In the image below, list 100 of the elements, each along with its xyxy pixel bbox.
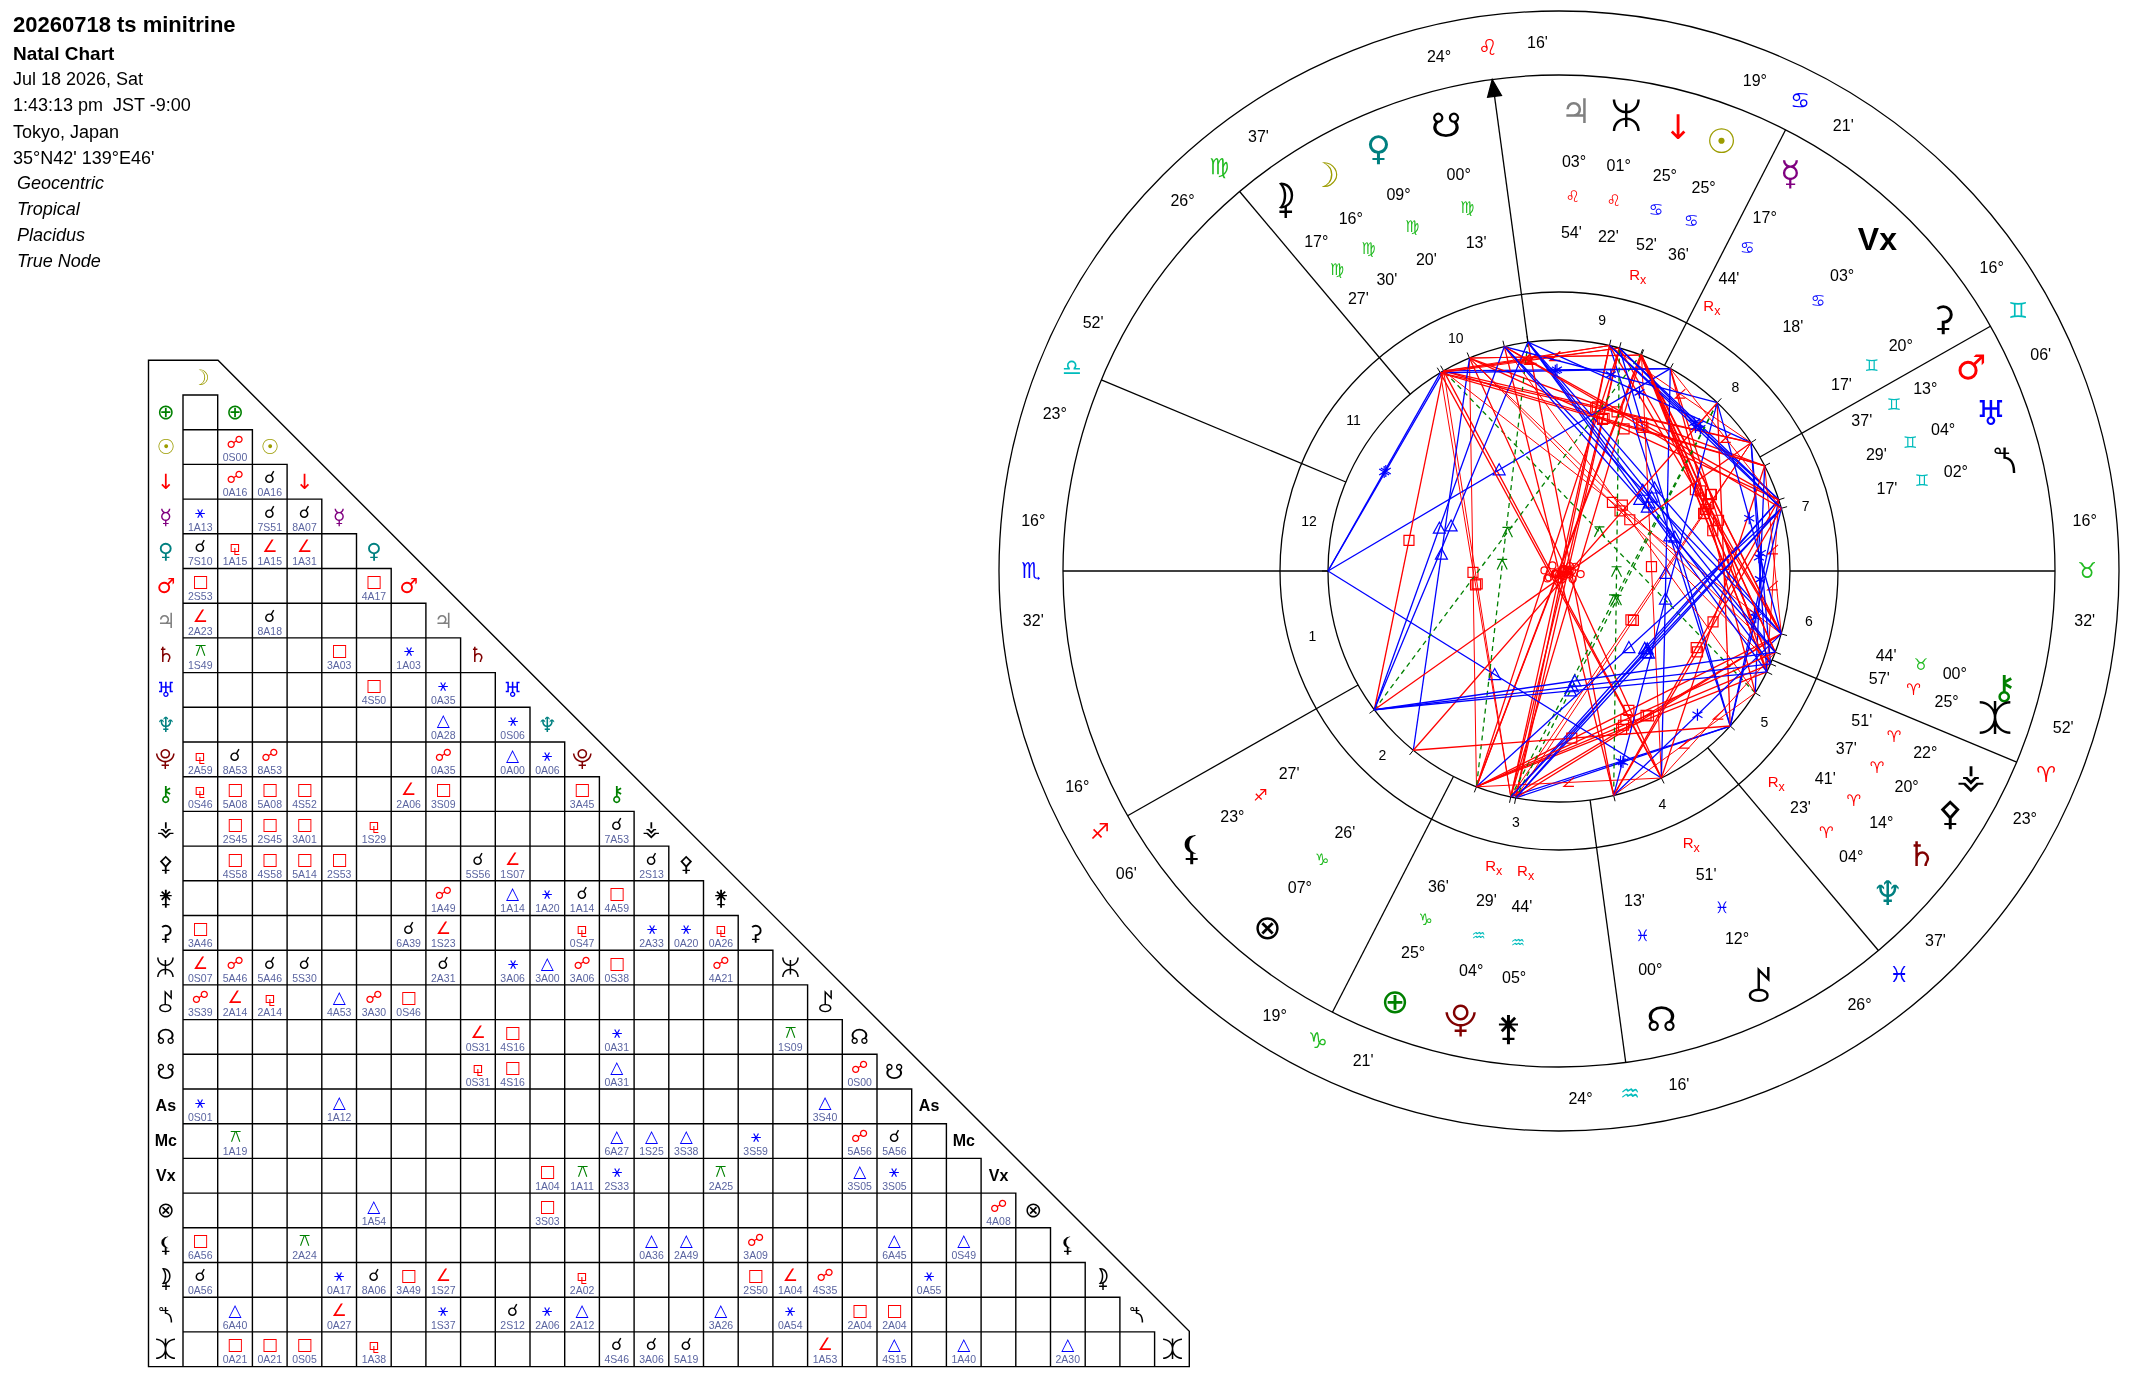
orb-code: 3S39 bbox=[188, 1007, 213, 1018]
aspect-symbol: △ bbox=[610, 1127, 624, 1145]
aspect-symbol: △ bbox=[228, 1301, 242, 1319]
orb-code: 4A17 bbox=[361, 590, 387, 602]
cusp-minute: 52' bbox=[1082, 314, 1104, 331]
planet-symbol: ♄ bbox=[1906, 837, 1937, 872]
orb-code: 2S50 bbox=[743, 1284, 768, 1296]
aspect-symbol: □ bbox=[226, 1335, 244, 1353]
planet-degree: 25° bbox=[1652, 167, 1677, 184]
orb-code: 0A35 bbox=[431, 764, 456, 775]
cusp-minute: 06' bbox=[2030, 346, 2052, 363]
zodiac-sign-symbol: ♋ bbox=[1810, 293, 1826, 310]
zodiac-sign-symbol: ♊ bbox=[1903, 434, 1918, 451]
orb-code: 1A15 bbox=[257, 556, 283, 567]
aspect-symbol: △ bbox=[367, 1197, 381, 1215]
planet-degree: 17° bbox=[1304, 233, 1329, 250]
aspect-symbol: ☍ bbox=[747, 1231, 765, 1249]
orb-code: 0A28 bbox=[431, 729, 456, 741]
row-symbol: As bbox=[155, 1098, 176, 1115]
house-number: 7 bbox=[1801, 498, 1810, 513]
cusp-minute: 06' bbox=[1115, 865, 1137, 882]
aspect-symbol: ⚹ bbox=[403, 641, 414, 659]
place-label: Tokyo, Japan bbox=[13, 123, 120, 141]
aspect-symbol: ☍ bbox=[816, 1266, 834, 1284]
orb-code: 1S37 bbox=[431, 1319, 456, 1330]
orb-code: 2A04 bbox=[882, 1319, 907, 1330]
orb-code: 1A11 bbox=[570, 1180, 594, 1192]
zodiac-sign-symbol: ♐ bbox=[1253, 788, 1268, 805]
aspect-symbol: ☍ bbox=[191, 988, 209, 1006]
aspect-symbol: ∠ bbox=[435, 1266, 451, 1284]
orb-code: 2A06 bbox=[535, 1319, 560, 1330]
aspect-symbol: ⚹ bbox=[507, 711, 518, 729]
aspect-symbol: □ bbox=[226, 780, 244, 798]
planet-symbol: ♀ bbox=[1366, 130, 1391, 165]
planet-degree: 03° bbox=[1830, 267, 1855, 284]
planet-symbol: ⯜ bbox=[1747, 968, 1772, 1003]
cusp-minute: 16' bbox=[1527, 35, 1548, 52]
column-symbol: ⚳ bbox=[747, 922, 764, 944]
retrograde-mark: R$_{x}$ bbox=[1629, 267, 1647, 288]
planet-symbol: ⯧ bbox=[1610, 98, 1642, 133]
aspect-symbol: ⚹ bbox=[195, 1093, 206, 1110]
planet-minute: 44' bbox=[1718, 270, 1740, 287]
cusp-minute: 52' bbox=[2052, 719, 2074, 736]
zodiac-sign-symbol: ♌ bbox=[1565, 189, 1580, 206]
aspect-symbol: △ bbox=[610, 1058, 624, 1076]
cusp-minute: 32' bbox=[1022, 612, 1044, 629]
orb-code: 1A15 bbox=[222, 556, 248, 567]
aspect-symbol: □ bbox=[574, 780, 591, 798]
row-symbol: ⯧ bbox=[156, 957, 176, 979]
coordinates-label: 35°N42' 139°E46' bbox=[13, 149, 155, 167]
orb-code: 0A31 bbox=[604, 1076, 630, 1088]
orb-code: 2A33 bbox=[639, 937, 664, 949]
orb-code: 7A53 bbox=[604, 833, 630, 845]
orb-code: 3A26 bbox=[708, 1319, 734, 1330]
orb-code: 7S51 bbox=[257, 521, 283, 532]
zodiac-sign-symbol: ♉ bbox=[1913, 657, 1929, 674]
aspect-symbol: □ bbox=[504, 1023, 521, 1041]
orb-code: 0A17 bbox=[326, 1284, 352, 1296]
planet-degree: 22° bbox=[1913, 744, 1938, 761]
aspect-symbol: △ bbox=[644, 1127, 659, 1145]
column-symbol: ⚴ bbox=[678, 853, 694, 874]
orb-code: 0S49 bbox=[951, 1250, 977, 1261]
cusp-minute: 16' bbox=[1668, 1077, 1690, 1094]
cusp-minute: 37' bbox=[1248, 128, 1269, 145]
planet-minute: 51' bbox=[1851, 713, 1873, 730]
orb-code: 3A09 bbox=[743, 1250, 768, 1261]
orb-code: 2A59 bbox=[188, 764, 213, 775]
cusp-degree: 26° bbox=[1847, 997, 1872, 1014]
aspect-symbol: ⚼ bbox=[714, 919, 727, 937]
orb-code: 3S59 bbox=[743, 1145, 768, 1157]
orb-code: 3A45 bbox=[569, 798, 595, 810]
orb-code: 3A06 bbox=[500, 972, 525, 983]
row-symbol: ♀ bbox=[158, 540, 174, 562]
row-symbol: ♆ bbox=[156, 714, 176, 736]
planet-symbol: ⚸ bbox=[1179, 830, 1205, 865]
zodiac-sign-symbol: ♈ bbox=[1869, 760, 1885, 777]
cusp-degree: 24° bbox=[1426, 48, 1452, 65]
column-symbol: ☽ bbox=[190, 367, 210, 389]
orb-code: 3A01 bbox=[292, 833, 317, 845]
orb-code: 1A31 bbox=[292, 556, 317, 567]
orb-code: 5A56 bbox=[847, 1145, 872, 1157]
aspect-symbol: □ bbox=[261, 850, 278, 868]
orb-code: 2A14 bbox=[257, 1007, 283, 1018]
house-number: 10 bbox=[1447, 330, 1464, 345]
orb-code: 1A38 bbox=[361, 1354, 387, 1365]
zodiac-sign-symbol: ♌ bbox=[1478, 36, 1498, 59]
aspect-symbol: ⚻ bbox=[576, 1162, 588, 1180]
column-symbol: ⚸ bbox=[1060, 1234, 1076, 1256]
aspect-symbol: ☌ bbox=[576, 884, 588, 902]
cusp-degree: 16° bbox=[2072, 513, 2097, 530]
orb-code: 1A12 bbox=[326, 1111, 352, 1122]
aspect-symbol: ☌ bbox=[888, 1127, 901, 1145]
aspect-symbol: ⚹ bbox=[646, 919, 657, 937]
planet-symbol: ⚴ bbox=[1937, 796, 1963, 831]
orb-code: 4A08 bbox=[986, 1215, 1011, 1226]
orb-code: 6A39 bbox=[396, 937, 421, 949]
aspect-symbol: ⚹ bbox=[438, 1301, 449, 1319]
planet-minute: 36' bbox=[1427, 878, 1449, 895]
aspect-symbol: △ bbox=[887, 1335, 901, 1353]
aspect-symbol: □ bbox=[296, 780, 313, 798]
